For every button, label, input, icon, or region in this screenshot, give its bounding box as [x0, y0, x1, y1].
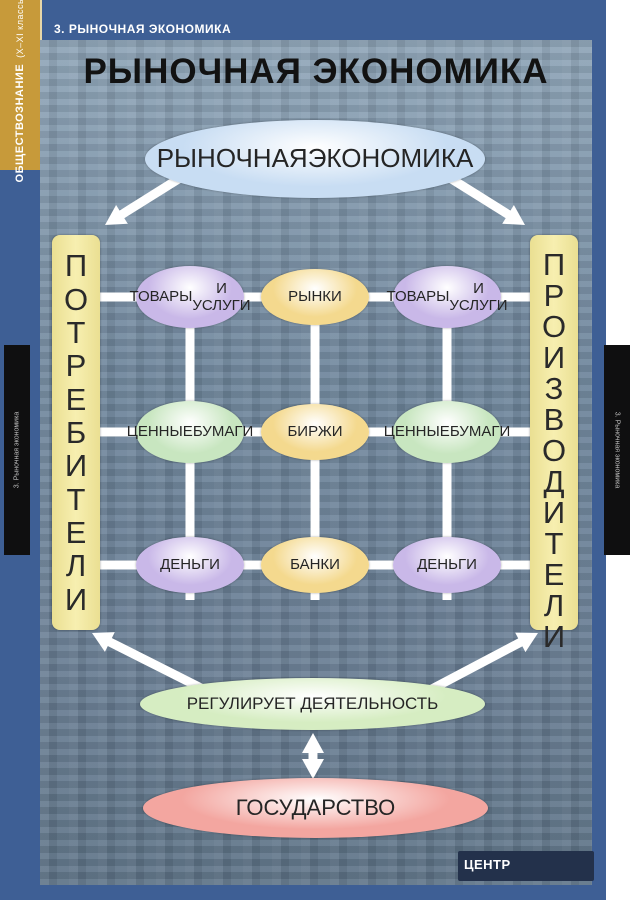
producers-bar-letter-11: Е [543, 557, 565, 592]
markets-node-line-1: РЫНКИ [288, 288, 342, 306]
producers-bar-letter-2: Р [543, 278, 565, 313]
arrow-regulator-to-producers-head [515, 632, 538, 653]
securities-right-node-line-1: ЦЕННЫЕ [383, 423, 450, 441]
consumers-bar-letter-1: П [64, 248, 88, 284]
producers-bar-letter-9: И [542, 495, 566, 530]
exchanges-node: БИРЖИ [261, 404, 369, 460]
producers-bar-letter-6: В [543, 402, 565, 437]
topbar-label: 3. РЫНОЧНАЯ ЭКОНОМИКА [54, 22, 232, 36]
arrow-to-consumers-head [105, 205, 128, 225]
consumers-bar-letter-9: Е [65, 515, 87, 551]
producers-bar-letter-3: О [541, 309, 567, 344]
regulates-activity-node-line-1: РЕГУЛИРУЕТ ДЕЯТЕЛЬНОСТЬ [186, 694, 439, 714]
consumers-bar-letter-6: Б [65, 414, 87, 450]
regulates-activity-node: РЕГУЛИРУЕТ ДЕЯТЕЛЬНОСТЬ [140, 678, 485, 730]
page-title: РЫНОЧНАЯ ЭКОНОМИКА [83, 52, 549, 91]
markets-node: РЫНКИ [261, 269, 369, 325]
goods-services-right-node-line-2: И УСЛУГИ [449, 279, 508, 314]
goods-services-right-node-line-1: ТОВАРЫ [386, 288, 450, 306]
consumers-bar-letter-8: Т [66, 481, 86, 517]
consumers-bar-letter-3: Т [66, 314, 86, 350]
consumers-bar-letter-7: И [64, 448, 88, 484]
arrow-regulator-to-consumers-shaft [104, 636, 208, 695]
state-node: ГОСУДАРСТВО [143, 778, 488, 838]
money-right-node-line-1: ДЕНЬГИ [417, 556, 477, 574]
arrow-to-producers-head [502, 205, 525, 225]
securities-left-node-line-1: ЦЕННЫЕ [126, 423, 193, 441]
goods-services-left-node-line-2: И УСЛУГИ [192, 279, 251, 314]
producers-bar-letter-13: И [542, 619, 566, 654]
money-left-node-line-1: ДЕНЬГИ [160, 556, 220, 574]
top-bar: 3. РЫНОЧНАЯ ЭКОНОМИКА [40, 18, 592, 40]
goods-services-left-node-line-1: ТОВАРЫ [129, 288, 193, 306]
securities-right-node-line-2: БУМАГИ [449, 423, 511, 441]
arrow-state-up-head [302, 733, 324, 753]
consumers-bar-letter-4: Р [65, 348, 87, 384]
arrow-regulator-to-consumers-head [92, 632, 115, 652]
producers-bar-letter-8: Д [543, 464, 565, 499]
producers-bar-letter-4: И [542, 340, 566, 375]
consumers-bar-letter-10: Л [65, 548, 87, 584]
market-economy-node-line-1: РЫНОЧНАЯ [156, 143, 308, 174]
arrow-to-consumers-shaft [116, 174, 183, 221]
producers-bar-letter-12: Л [543, 588, 565, 623]
publisher-logo-text: ЦЕНТР [464, 857, 511, 872]
banks-node: БАНКИ [261, 537, 369, 593]
exchanges-node-line-1: БИРЖИ [287, 423, 343, 441]
money-left-node: ДЕНЬГИ [136, 537, 244, 593]
banks-node-line-1: БАНКИ [290, 556, 340, 574]
arrow-regulator-to-producers-shaft [427, 636, 526, 694]
arrow-to-producers-shaft [447, 174, 514, 221]
producers-bar-letter-7: О [541, 433, 567, 468]
money-right-node: ДЕНЬГИ [393, 537, 501, 593]
producers-bar-letter-10: Т [544, 526, 564, 561]
consumers-bar-letter-2: О [63, 281, 89, 317]
securities-left-node-line-2: БУМАГИ [192, 423, 254, 441]
producers-bar-letter-5: З [544, 371, 564, 406]
right-side-tab: 3. Рыночная экономика [604, 345, 630, 555]
arrow-state-down-head [302, 759, 324, 779]
consumers-bar-letter-5: Е [65, 381, 87, 417]
publisher-logo: ЦЕНТР [458, 851, 594, 881]
left-side-tab: 3. Рыночная экономика [4, 345, 30, 555]
market-economy-node-line-2: ЭКОНОМИКА [307, 143, 474, 174]
state-node-line-1: ГОСУДАРСТВО [235, 795, 396, 821]
producers-bar-letter-1: П [542, 247, 566, 282]
consumers-bar-letter-11: И [64, 581, 88, 617]
